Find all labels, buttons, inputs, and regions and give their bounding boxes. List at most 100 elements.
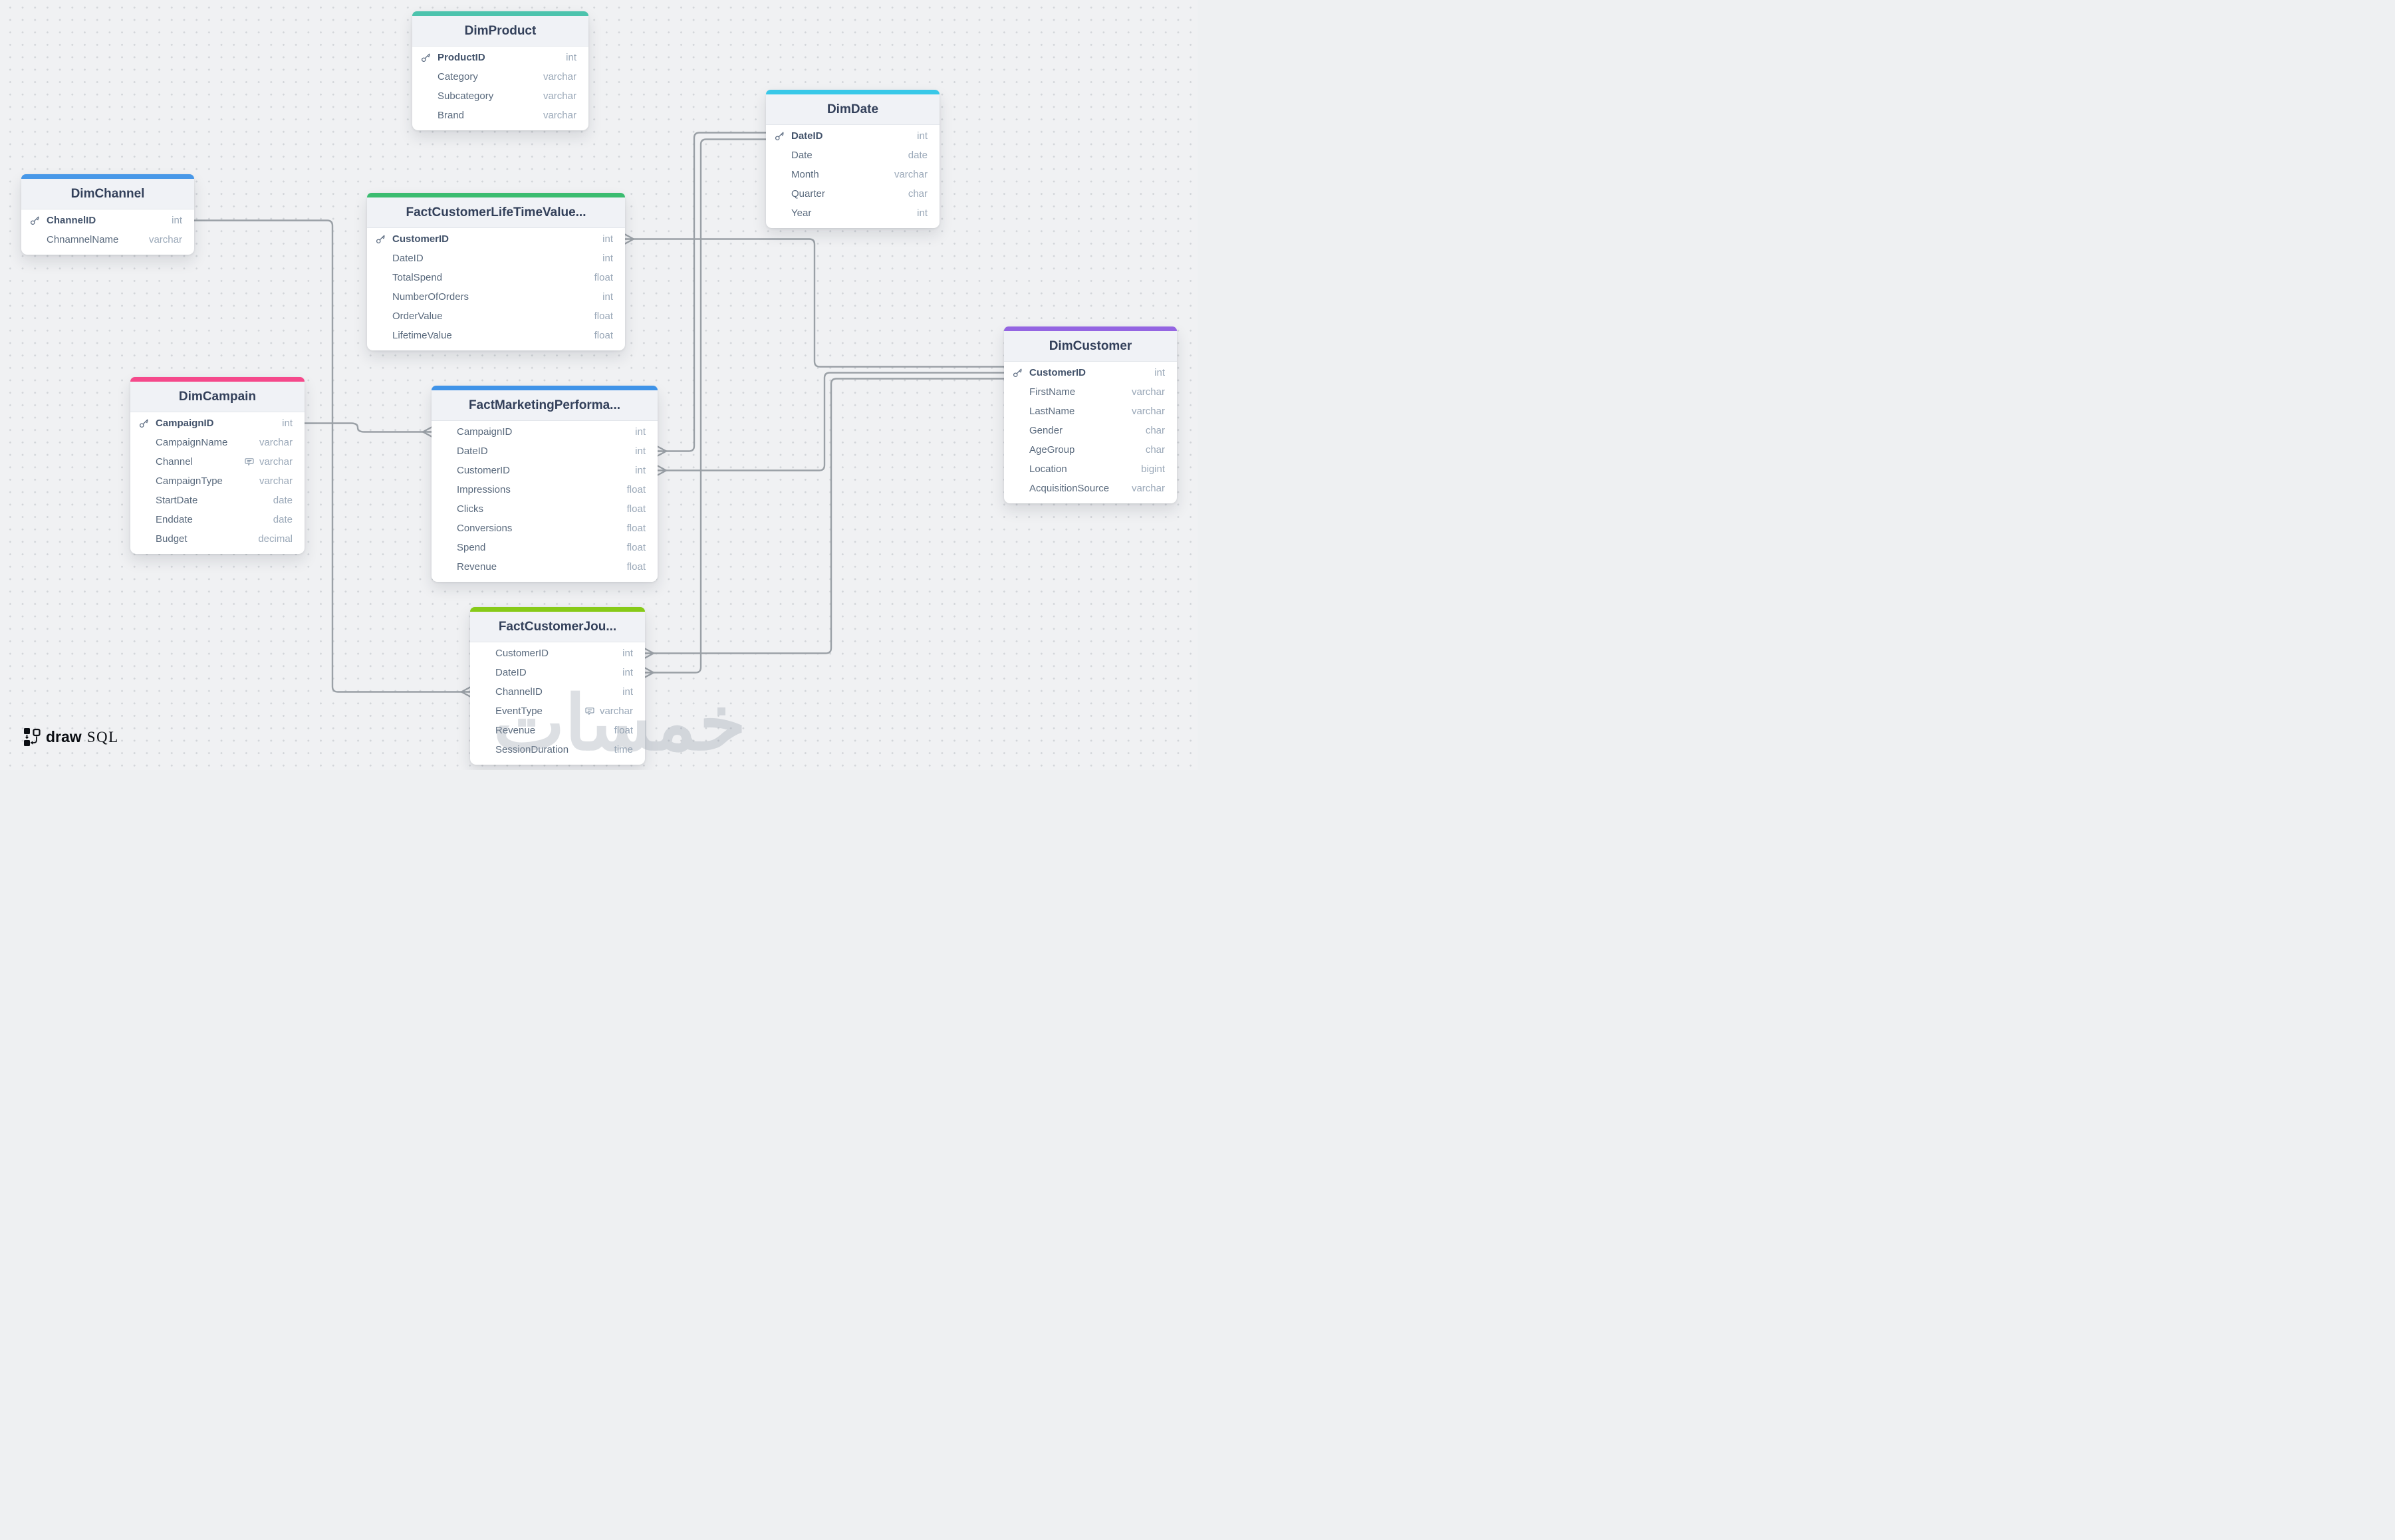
crow-foot-marker xyxy=(460,686,471,698)
table-color-strip xyxy=(470,607,645,612)
table-title[interactable]: DimCustomer xyxy=(1004,331,1177,362)
table-title[interactable]: DimCampain xyxy=(130,382,305,412)
relationship-lines-layer xyxy=(193,132,1005,698)
field-type: int xyxy=(622,648,633,659)
relationship-line[interactable] xyxy=(652,138,767,674)
relationship-line[interactable] xyxy=(665,372,1005,471)
field-name: Impressions xyxy=(457,484,511,495)
field-name: CampaignID xyxy=(457,426,513,438)
table-title[interactable]: FactCustomerLifeTimeValue... xyxy=(367,197,625,228)
field-name: CustomerID xyxy=(392,233,449,245)
relationship-channel-to-journey[interactable] xyxy=(193,219,471,698)
relationship-campain-to-marketing[interactable] xyxy=(303,422,433,438)
table-title[interactable]: FactCustomerJou... xyxy=(470,612,645,642)
field-type: varchar xyxy=(543,110,576,121)
field-type: int xyxy=(622,686,633,698)
primary-key-icon xyxy=(420,52,432,63)
table-title[interactable]: DimDate xyxy=(766,94,940,125)
comment-note-icon xyxy=(584,706,595,717)
relationship-clv-to-customer[interactable] xyxy=(624,233,1005,368)
crow-foot-marker xyxy=(624,233,635,245)
table-title[interactable]: DimChannel xyxy=(21,179,194,209)
field-type: varchar xyxy=(584,706,633,717)
table-color-strip xyxy=(130,377,305,382)
relationship-journey-to-customer[interactable] xyxy=(644,378,1005,659)
field-name: Subcategory xyxy=(438,90,494,102)
field-name: Conversions xyxy=(457,523,513,534)
field-row-conversions[interactable]: Conversions float xyxy=(432,519,658,538)
relationship-line[interactable] xyxy=(665,132,767,452)
table-title[interactable]: DimProduct xyxy=(412,16,588,47)
relationship-marketing-to-customer[interactable] xyxy=(656,372,1005,476)
table-title[interactable]: FactMarketingPerforma... xyxy=(432,390,658,421)
field-type: float xyxy=(626,523,646,534)
relationship-line[interactable] xyxy=(652,378,1005,654)
relationship-journey-to-date[interactable] xyxy=(644,138,767,678)
table-color-strip xyxy=(1004,326,1177,331)
relationship-line[interactable] xyxy=(632,238,1005,368)
relationship-line[interactable] xyxy=(303,422,424,433)
field-type: varchar xyxy=(259,475,293,487)
relationship-line[interactable] xyxy=(193,219,463,693)
drawsql-logo-icon xyxy=(24,728,41,746)
field-type: int xyxy=(602,291,613,303)
relationship-marketing-to-date[interactable] xyxy=(656,132,767,457)
crow-foot-marker xyxy=(644,648,655,659)
